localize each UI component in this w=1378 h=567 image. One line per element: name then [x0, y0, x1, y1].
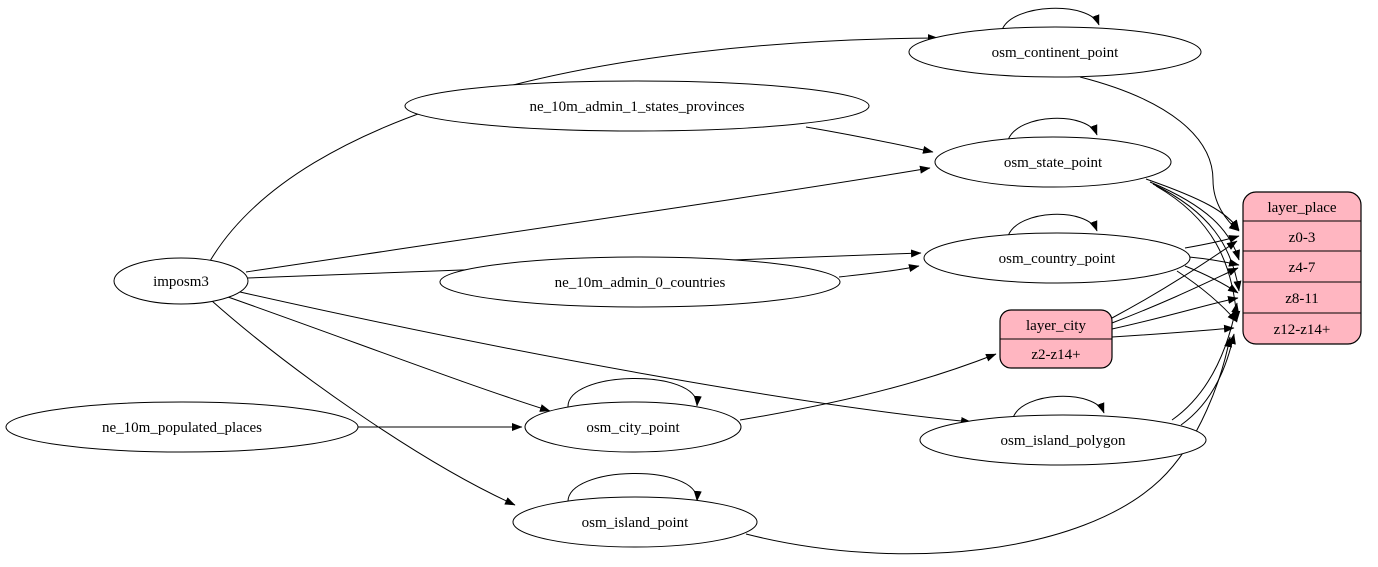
- osm_island_point-ellipse: [512, 496, 758, 548]
- edge-ne_10m_admin_0_countries-osm_country_point: [838, 264, 920, 278]
- node-ne_10m_admin_0_countries: ne_10m_admin_0_countries: [439, 256, 841, 308]
- edge-imposm3-osm_state_point: [245, 165, 931, 273]
- layer_place-row-z12-z14: z12-z14+: [1274, 322, 1331, 338]
- osm_city_point-label: osm_city_point: [586, 420, 680, 436]
- layer_place-row-z8-11: z8-11: [1285, 291, 1319, 307]
- layer_place-box: [1242, 191, 1362, 345]
- edge-ne_10m_admin_1_states_provinces-osm_state_point: [805, 126, 934, 154]
- node-osm_island_point: osm_island_point: [512, 496, 758, 548]
- node-osm_continent_point: osm_continent_point: [908, 26, 1202, 78]
- edges: [209, 7, 1242, 555]
- osm_continent_point-label: osm_continent_point: [992, 45, 1119, 61]
- self-loop-osm_country_point: [1007, 213, 1098, 237]
- layer_place-title: layer_place: [1267, 200, 1336, 216]
- edge-osm_island_point-layer_place_z12-z14: [745, 336, 1233, 555]
- osm_state_point-label: osm_state_point: [1004, 155, 1103, 171]
- edge-imposm3-osm_island_polygon: [239, 291, 972, 425]
- edge-osm_country_point-layer_place_z4-7: [1188, 256, 1240, 267]
- osm_country_point-ellipse: [923, 232, 1191, 284]
- edge-imposm3-osm_continent_point: [209, 34, 939, 262]
- self-loop-osm_island_polygon: [1012, 395, 1105, 419]
- ne_10m_admin_0_countries-label: ne_10m_admin_0_countries: [555, 275, 726, 291]
- layer_place-row-z0-3: z0-3: [1289, 230, 1316, 246]
- imposm3-label: imposm3: [153, 274, 209, 290]
- node-osm_island_polygon: osm_island_polygon: [919, 414, 1207, 466]
- ne_10m_admin_0_countries-ellipse: [439, 256, 841, 308]
- osm_island_polygon-label: osm_island_polygon: [1000, 433, 1126, 449]
- osm_city_point-ellipse: [524, 401, 742, 453]
- ne_10m_admin_1_states_provinces-ellipse: [404, 80, 870, 132]
- layer_city-row-z2-z14: z2-z14+: [1031, 347, 1080, 363]
- edge-imposm3-osm_island_point: [211, 300, 516, 506]
- edge-layer_city-layer_place_z12-z14: [1111, 324, 1235, 338]
- self-loop-osm_island_point: [567, 473, 702, 504]
- ne_10m_populated_places-ellipse: [5, 401, 359, 453]
- osm_island_polygon-ellipse: [919, 414, 1207, 466]
- node-ne_10m_admin_1_states_provinces: ne_10m_admin_1_states_provinces: [404, 80, 870, 132]
- imposm3-ellipse: [113, 257, 249, 305]
- node-ne_10m_populated_places: ne_10m_populated_places: [5, 401, 359, 453]
- node-osm_country_point: osm_country_point: [923, 232, 1191, 284]
- osm_continent_point-ellipse: [908, 26, 1202, 78]
- layer_place-row-z4-7: z4-7: [1289, 260, 1316, 276]
- edge-osm_island_polygon-layer_place_z8-11: [1171, 302, 1240, 421]
- edge-osm_state_point-layer_place_z8-11: [1152, 183, 1242, 292]
- node-osm_city_point: osm_city_point: [524, 401, 742, 453]
- self-loop-osm_continent_point: [1001, 7, 1100, 31]
- edge-osm_country_point-layer_place_z8-11: [1184, 265, 1239, 294]
- edge-osm_city_point-layer_city_z2-z14: [739, 353, 997, 421]
- ne_10m_populated_places-label: ne_10m_populated_places: [102, 420, 262, 436]
- node-imposm3: imposm3: [113, 257, 249, 305]
- layer_city-title: layer_city: [1026, 318, 1086, 334]
- edge-osm_state_point-layer_place_z4-7: [1149, 181, 1240, 261]
- edge-osm_country_point-layer_place_z12-z14: [1176, 270, 1238, 323]
- osm_country_point-label: osm_country_point: [999, 251, 1116, 267]
- ne_10m_admin_1_states_provinces-label: ne_10m_admin_1_states_provinces: [530, 99, 745, 115]
- edge-layer_city-layer_place_z0-3: [1111, 240, 1238, 319]
- osm_island_point-label: osm_island_point: [582, 515, 690, 531]
- osm_state_point-ellipse: [934, 136, 1172, 188]
- edge-osm_island_polygon-layer_place_z12-z14: [1180, 333, 1236, 426]
- edge-osm_state_point-layer_place_z0-3: [1145, 178, 1240, 231]
- edge-osm_country_point-layer_place_z0-3: [1184, 235, 1240, 249]
- self-loop-osm_city_point: [567, 378, 702, 409]
- edge-layer_city-layer_place_z4-7: [1111, 267, 1239, 324]
- edge-layer_city-layer_place_z8-11: [1111, 295, 1239, 330]
- record-layer_place: layer_place z0-3 z4-7 z8-11 z12-z14+: [1242, 191, 1362, 345]
- node-osm_state_point: osm_state_point: [934, 136, 1172, 188]
- record-layer_city: layer_city z2-z14+: [999, 309, 1113, 369]
- edge-imposm3-osm_city_point: [227, 296, 551, 412]
- self-loop-osm_state_point: [1007, 117, 1098, 141]
